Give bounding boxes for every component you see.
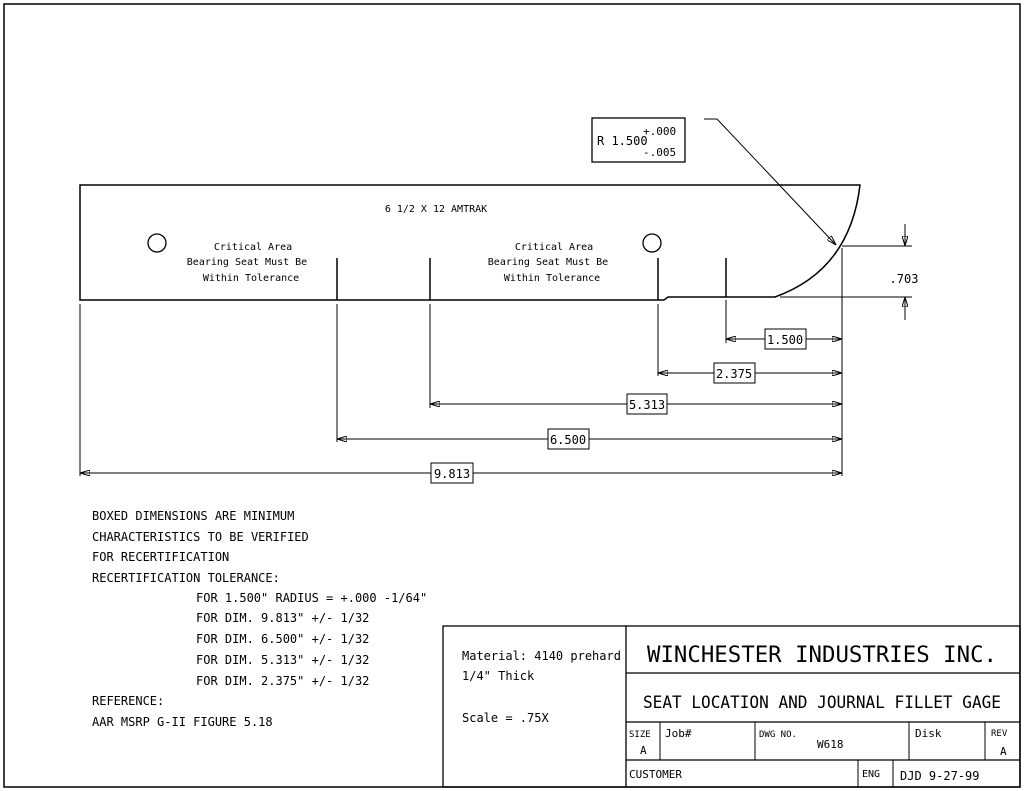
- radius-callout-plus: +.000: [643, 125, 676, 138]
- hole-left: [147, 233, 167, 253]
- critical-area-left-line3: Within Tolerance: [203, 273, 299, 284]
- eng-value: DJD 9-27-99: [900, 769, 979, 783]
- reference-label: REFERENCE:: [92, 694, 164, 708]
- dim-box-1500: [764, 328, 807, 350]
- critical-area-left-line2: Bearing Seat Must Be: [187, 257, 307, 268]
- tolerance-line: FOR DIM. 5.313" +/- 1/32: [196, 653, 369, 667]
- dim-label-9813: 9.813: [434, 467, 470, 481]
- note-line: FOR RECERTIFICATION: [92, 550, 229, 564]
- disk-label: Disk: [915, 727, 942, 740]
- dim-label-1500: 1.500: [767, 333, 803, 347]
- dwg-label: DWG NO.: [759, 730, 797, 740]
- dim-label-5313: 5.313: [629, 398, 665, 412]
- eng-label: ENG: [862, 769, 880, 780]
- company-name: WINCHESTER INDUSTRIES INC.: [647, 643, 997, 668]
- dwg-value: W618: [817, 738, 844, 751]
- critical-area-right-line1: Critical Area: [515, 242, 593, 253]
- reference-value: AAR MSRP G-II FIGURE 5.18: [92, 715, 273, 729]
- dim-box-6500: [547, 428, 590, 450]
- critical-area-right-line2: Bearing Seat Must Be: [488, 257, 608, 268]
- size-value: A: [640, 744, 647, 757]
- tolerance-line: FOR DIM. 9.813" +/- 1/32: [196, 611, 369, 625]
- note-line: BOXED DIMENSIONS ARE MINIMUM: [92, 509, 294, 523]
- dim-box-9813: [430, 462, 474, 484]
- dim-label-2375: 2.375: [716, 367, 752, 381]
- job-label: Job#: [665, 727, 692, 740]
- note-line: CHARACTERISTICS TO BE VERIFIED: [92, 530, 309, 544]
- height-dim-label: .703: [890, 272, 919, 286]
- gage-outline: [79, 184, 861, 301]
- part-label: 6 1/2 X 12 AMTRAK: [385, 204, 487, 215]
- scale-text: Scale = .75X: [462, 711, 549, 725]
- material-text: Material: 4140 prehard: [462, 649, 621, 663]
- critical-area-left-line1: Critical Area: [214, 242, 292, 253]
- rev-value: A: [1000, 745, 1007, 758]
- dim-box-5313: [626, 393, 668, 415]
- tolerance-line: FOR 1.500" RADIUS = +.000 -1/64": [196, 591, 427, 605]
- radius-leader: [716, 118, 836, 245]
- radius-callout-box: [591, 117, 686, 163]
- tolerance-line: FOR DIM. 6.500" +/- 1/32: [196, 632, 369, 646]
- title-block: [442, 625, 1021, 788]
- dim-label-6500: 6.500: [550, 433, 586, 447]
- dim-box-2375: [713, 362, 756, 384]
- note-line: RECERTIFICATION TOLERANCE:: [92, 571, 280, 585]
- thickness-text: 1/4" Thick: [462, 669, 535, 683]
- radius-callout-base: R 1.500: [597, 134, 648, 148]
- rev-label: REV: [991, 729, 1008, 739]
- critical-area-right-line3: Within Tolerance: [504, 273, 600, 284]
- tolerance-line: FOR DIM. 2.375" +/- 1/32: [196, 674, 369, 688]
- size-label: SIZE: [629, 730, 651, 740]
- hole-right: [642, 233, 662, 253]
- radius-callout-minus: -.005: [643, 146, 676, 159]
- customer-label: CUSTOMER: [629, 768, 682, 781]
- drawing-title: SEAT LOCATION AND JOURNAL FILLET GAGE: [643, 693, 1001, 713]
